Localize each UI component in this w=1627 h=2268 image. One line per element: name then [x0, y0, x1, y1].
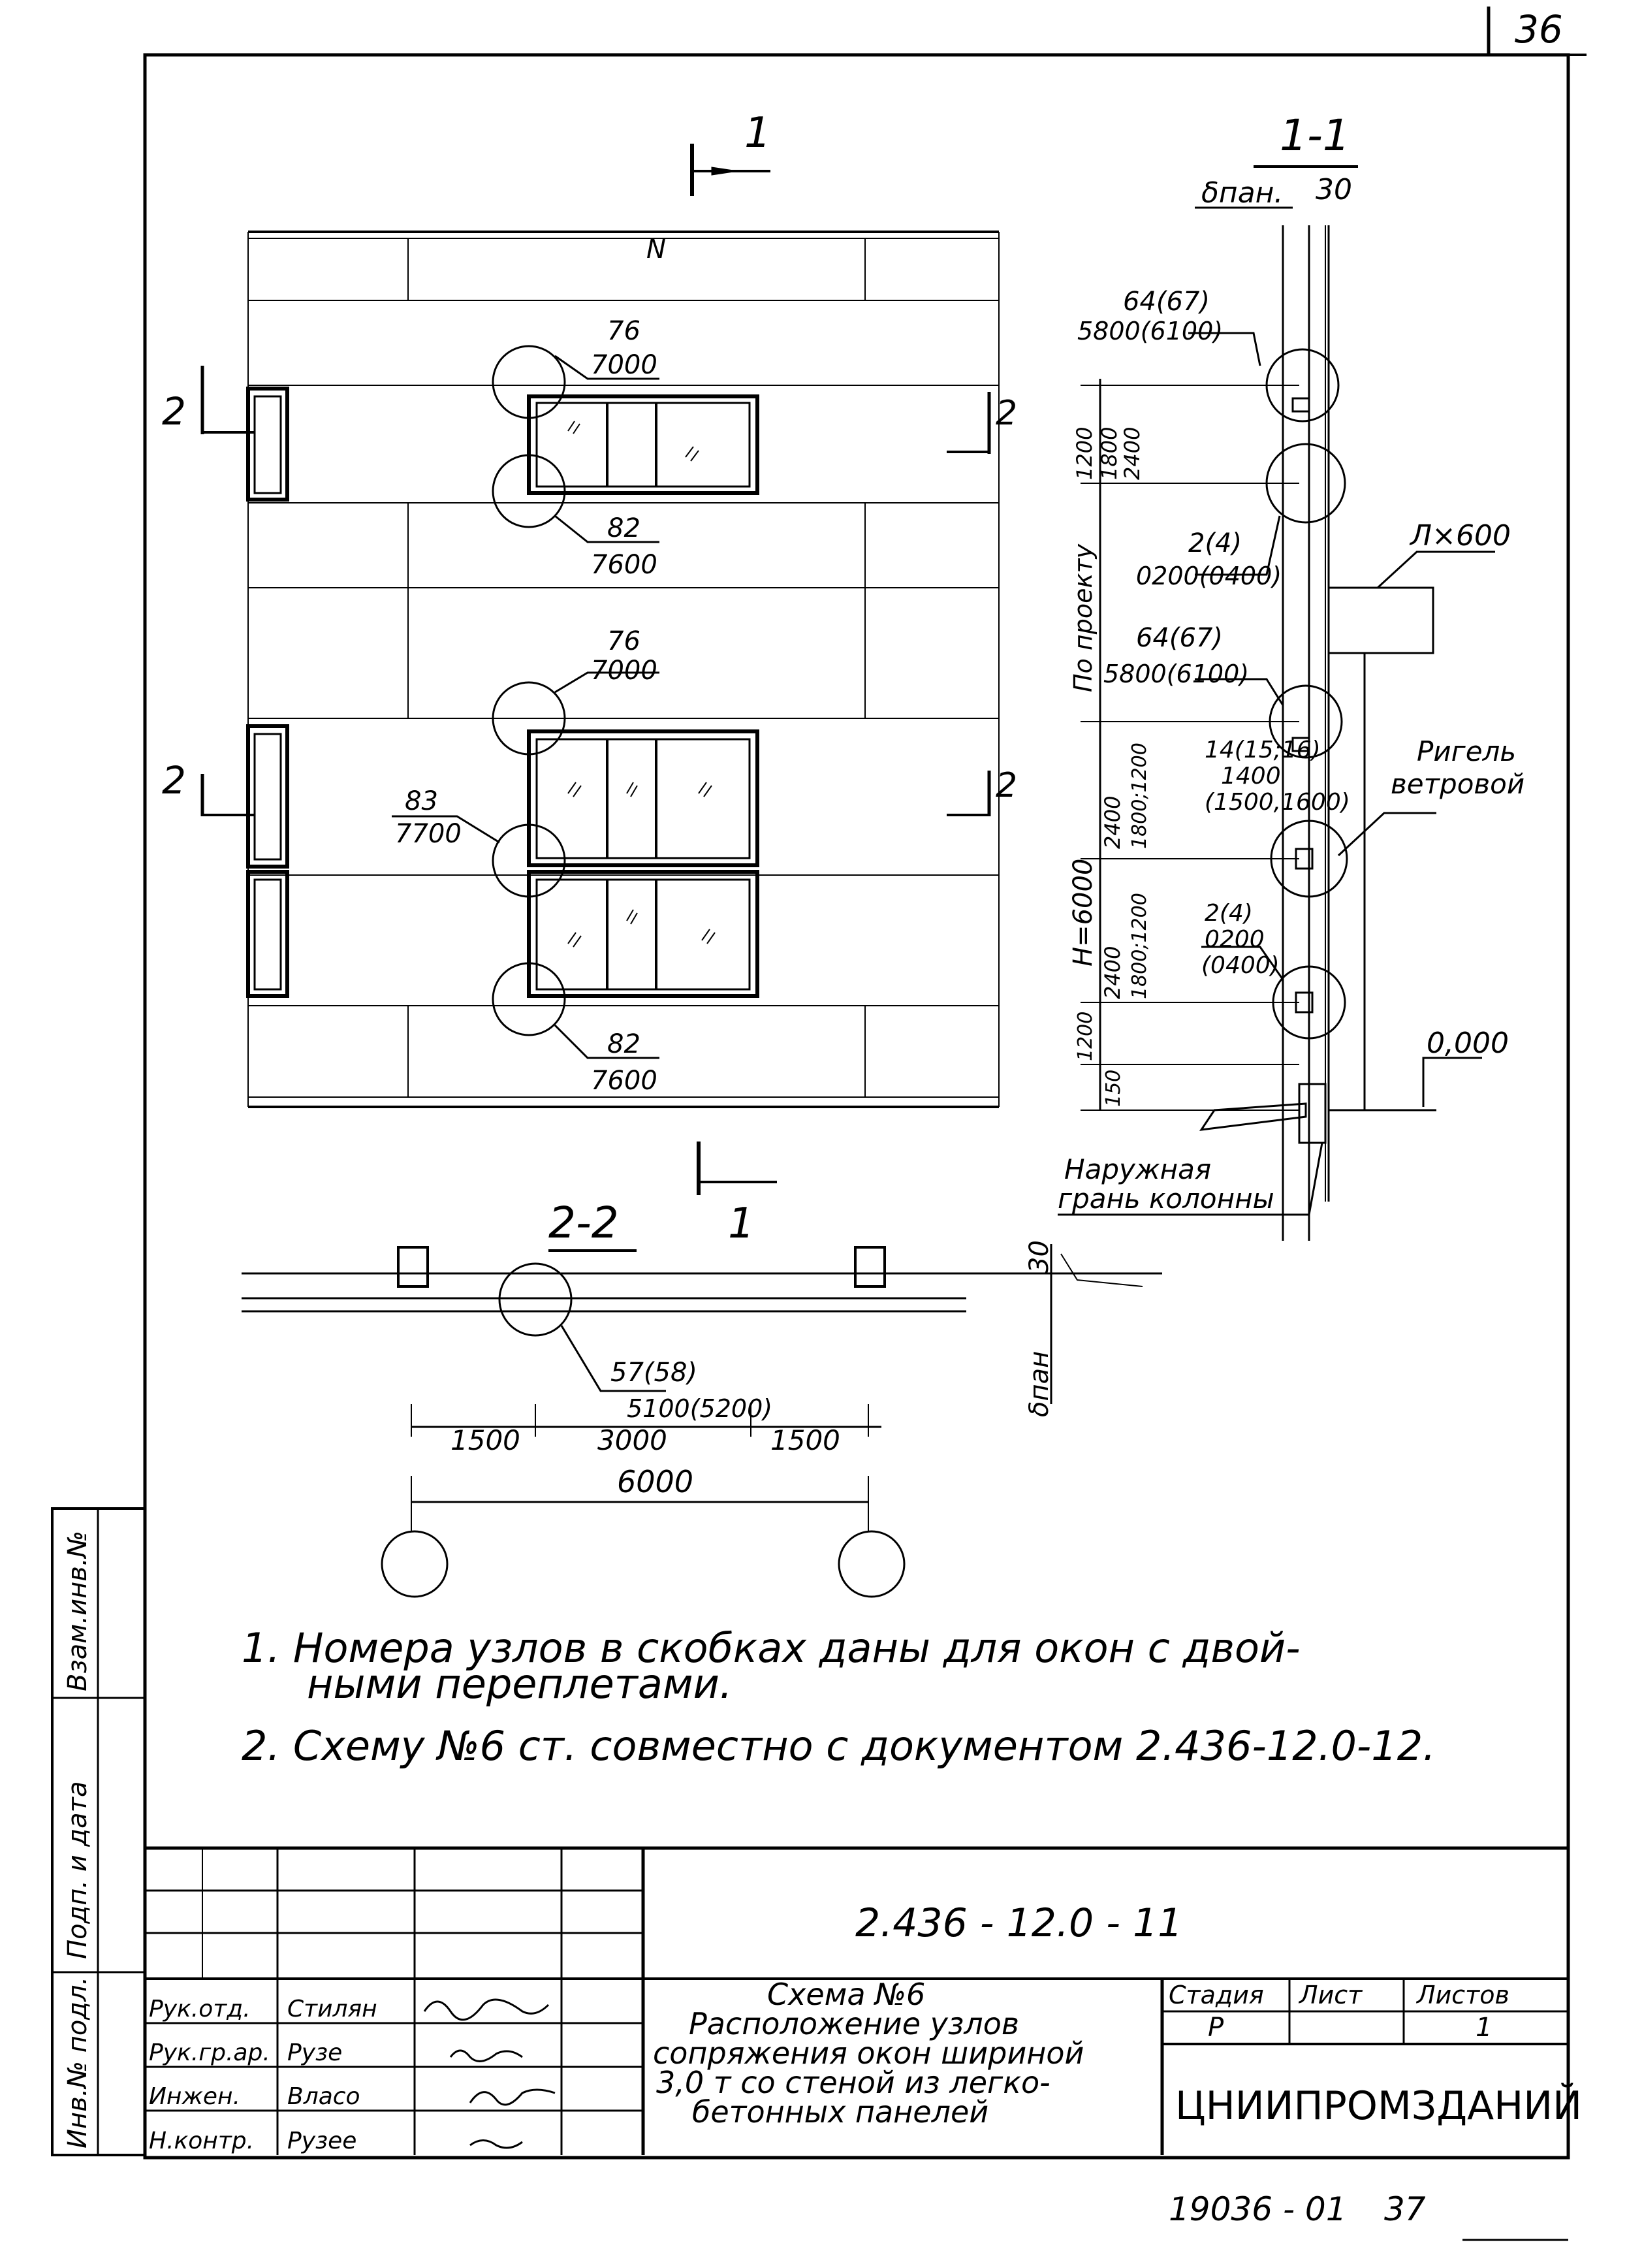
node-b-ref: 0200(0400) [1136, 562, 1282, 590]
section-2-2-dim-30: 30 [1024, 1240, 1054, 1273]
side-stamp [51, 1507, 146, 2156]
facade-note-2: грань колонны [1058, 1183, 1274, 1215]
note-1-line-1: 1. Номера узлов в скобках даны для окон … [242, 1624, 1301, 1672]
node-5-number: 82 [607, 1029, 640, 1059]
dim-by-project: По проекту [1069, 543, 1098, 692]
beam-label: Л×600 [1409, 519, 1511, 552]
side-stamp-sign: Подп. и дата [63, 1781, 93, 1959]
sheet-frame [143, 53, 1570, 2160]
section-2-2-node-number: 57(58) [610, 1358, 697, 1388]
drawing-name-5: бетонных панелей [692, 2094, 988, 2130]
node-c-ref: 5800(6100) [1103, 660, 1249, 688]
elevation-cut-left-bottom: 2 [162, 758, 186, 803]
section-2-2-node-ref: 5100(5200) [627, 1394, 772, 1423]
name-2: Рузе [287, 2039, 342, 2066]
dim-2400-top: 2400 [1120, 427, 1145, 480]
name-1: Стилян [287, 1996, 377, 2022]
role-4: Н.контр. [149, 2128, 254, 2154]
signatures [423, 1998, 556, 2149]
dim-h: H=6000 [1068, 859, 1098, 966]
note-1-line-2: ными переплетами. [307, 1660, 733, 1708]
elevation-cut-left-top: 2 [162, 389, 186, 434]
signature-3 [469, 2088, 556, 2106]
signature-2 [449, 2049, 523, 2062]
dim-1500-right: 1500 [770, 1424, 840, 1456]
node-2-number: 82 [607, 513, 640, 543]
node-e-line1: 2(4) [1205, 900, 1253, 927]
organization: ЦНИИПРОМЗДАНИЙ [1175, 2082, 1582, 2129]
node-1-ref: 7000 [591, 350, 657, 380]
node-d-line1: 14(15;16) [1205, 737, 1321, 763]
sheets-header: Листов [1415, 1981, 1509, 2009]
dim-3000: 3000 [597, 1424, 667, 1456]
dim-6000: 6000 [617, 1464, 693, 1499]
elevation-section-mark-top: 1 [744, 109, 771, 157]
title-block-grid [145, 1846, 1568, 2155]
section-1-1-title: 1-1 [1280, 110, 1350, 161]
dim-1800-low: 1800;1200 [1128, 893, 1151, 999]
node-4-ref: 7700 [395, 819, 462, 849]
section-2-2-title: 2-2 [548, 1198, 619, 1248]
dim-panel-2-2: δпан [1024, 1351, 1054, 1417]
node-3-number: 76 [607, 626, 640, 656]
node-e-line2: 0200 [1205, 926, 1265, 953]
node-d-line2: 1400 [1221, 763, 1281, 790]
archive-number: 19036 - 01 [1169, 2190, 1347, 2228]
elevation-break-mark: N [646, 234, 666, 264]
role-3: Инжен. [149, 2083, 240, 2110]
sheets-value: 1 [1476, 2013, 1492, 2043]
dim-1200-top: 1200 [1072, 427, 1097, 480]
signature-1 [423, 1998, 550, 2021]
drawing-name-2: Расположение узлов [689, 2006, 1019, 2041]
section-1-1-drawing [1058, 165, 1495, 1241]
side-stamp-replace: Взам.инв.№ [63, 1531, 93, 1691]
drawing-name-1: Схема №6 [767, 1977, 925, 2012]
node-3-ref: 7000 [591, 656, 657, 686]
dim-1800-mid: 1800;1200 [1128, 743, 1151, 849]
rigel-label-2: ветровой [1391, 768, 1524, 800]
rigel-label-1: Ригель [1417, 735, 1516, 767]
elevation-section-mark-bottom: 1 [728, 1200, 755, 1248]
section-1-1-dim-30: 30 [1316, 173, 1352, 206]
side-stamp-inv: Инв.№ подл. [63, 1977, 93, 2148]
node-a-number: 64(67) [1123, 287, 1210, 317]
role-1: Рук.отд. [149, 1996, 251, 2022]
section-2-2-drawing [242, 1244, 1162, 1598]
drawing-name-4: 3,0 т со стеной из легко- [656, 2065, 1050, 2100]
drawing-name-3: сопряжения окон шириной [653, 2036, 1084, 2071]
sheet-header: Лист [1298, 1981, 1363, 2009]
facade-note-1: Наружная [1064, 1153, 1211, 1185]
dim-1500-left: 1500 [450, 1424, 520, 1456]
node-4-number: 83 [405, 786, 438, 816]
document-code: 2.436 - 12.0 - 11 [855, 1900, 1182, 1946]
node-b-number: 2(4) [1188, 528, 1242, 558]
sheet-number: 36 [1515, 7, 1563, 52]
elevation-cut-right-top: 2 [996, 394, 1017, 433]
node-5-ref: 7600 [591, 1066, 657, 1096]
level-mark: 0,000 [1427, 1027, 1509, 1060]
node-a-ref: 5800(6100) [1077, 317, 1223, 345]
dim-2400-low: 2400 [1100, 946, 1125, 999]
node-c-number: 64(67) [1136, 623, 1223, 653]
node-d-line3: (1500,1600) [1205, 789, 1350, 816]
signature-4 [469, 2139, 523, 2149]
dim-150: 150 [1102, 1070, 1125, 1107]
name-4: Рузее [287, 2128, 356, 2154]
node-2-ref: 7600 [591, 550, 657, 580]
section-1-1-dim-panel: δпан. [1201, 176, 1283, 210]
elevation [200, 144, 1000, 1195]
stage-header: Стадия [1169, 1981, 1264, 2009]
node-1-number: 76 [607, 316, 640, 346]
node-e-line3: (0400) [1201, 952, 1280, 979]
role-2: Рук.гр.ар. [149, 2039, 270, 2066]
dim-1800-top: 1800 [1097, 427, 1122, 480]
dim-1200-low: 1200 [1074, 1012, 1097, 1061]
elevation-cut-right-bottom: 2 [996, 766, 1017, 805]
note-2: 2. Схему №6 ст. совместно с документом 2… [242, 1722, 1436, 1770]
sheet-footer-number: 37 [1384, 2190, 1426, 2228]
name-3: Власо [287, 2083, 360, 2110]
stage-value: Р [1208, 2013, 1224, 2043]
dim-2400-mid: 2400 [1100, 796, 1125, 849]
